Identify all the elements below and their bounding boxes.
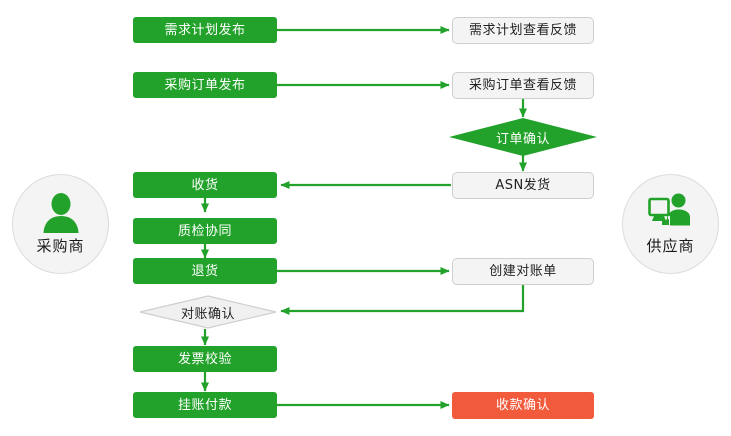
node-asn-shipment[interactable]: ASN发货 xyxy=(452,172,594,199)
actor-buyer-label: 采购商 xyxy=(36,237,85,255)
node-statement-confirm[interactable]: 对账确认 xyxy=(139,295,277,329)
node-demand-plan-publish[interactable]: 需求计划发布 xyxy=(133,17,277,43)
node-goods-receipt[interactable]: 收货 xyxy=(133,172,277,198)
actor-supplier-label: 供应商 xyxy=(646,237,695,255)
node-po-publish[interactable]: 采购订单发布 xyxy=(133,72,277,98)
node-quality-collaboration[interactable]: 质检协同 xyxy=(133,218,277,244)
node-po-feedback[interactable]: 采购订单查看反馈 xyxy=(452,72,594,99)
person-with-computer-icon xyxy=(647,192,694,234)
node-accrue-payment[interactable]: 挂账付款 xyxy=(133,392,277,418)
node-order-confirm[interactable]: 订单确认 xyxy=(449,118,597,156)
node-create-statement[interactable]: 创建对账单 xyxy=(452,258,594,285)
actor-supplier[interactable]: 供应商 xyxy=(622,174,719,274)
node-demand-plan-feedback[interactable]: 需求计划查看反馈 xyxy=(452,17,594,44)
person-icon xyxy=(38,192,84,234)
node-invoice-check[interactable]: 发票校验 xyxy=(133,346,277,372)
actor-buyer[interactable]: 采购商 xyxy=(12,174,109,274)
edge-create-statement-to-statement-confirm xyxy=(280,285,525,315)
node-return-goods[interactable]: 退货 xyxy=(133,258,277,284)
node-receipt-confirm[interactable]: 收款确认 xyxy=(452,392,594,419)
